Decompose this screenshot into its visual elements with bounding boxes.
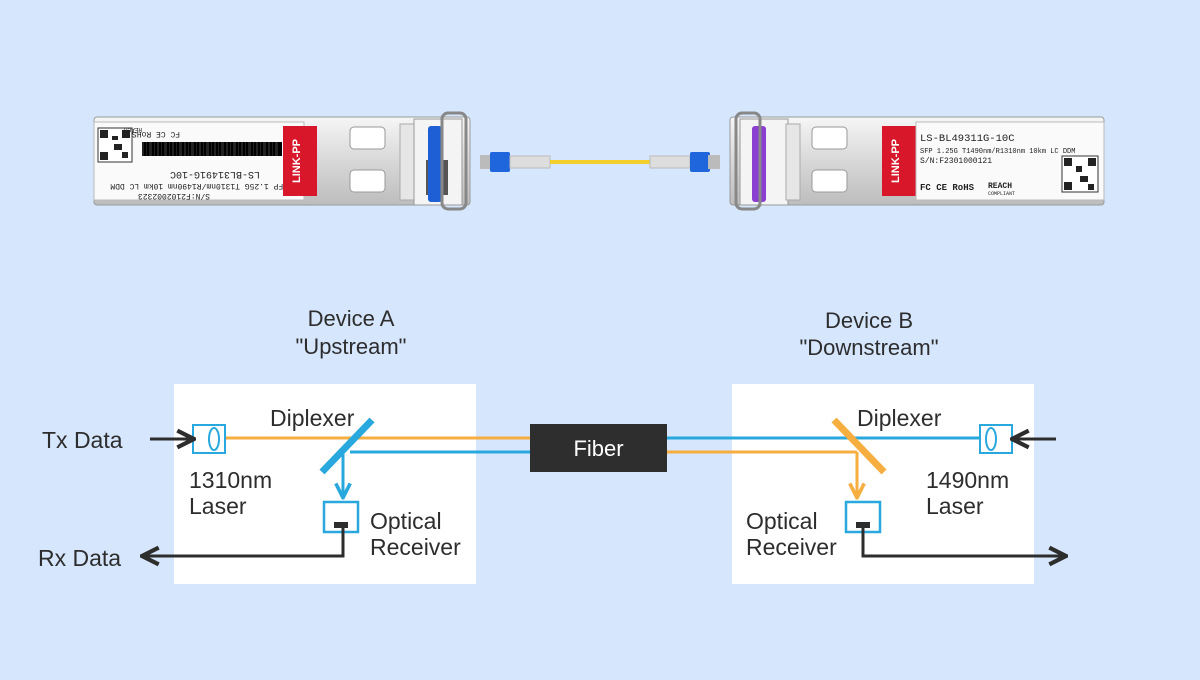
fiber-patch-cable [480,152,720,172]
laser-1490-icon [979,424,1013,454]
brand-plate-left [283,126,317,196]
device-a-subtitle: "Upstream" [296,334,407,359]
device-b-diplexer-label: Diplexer [857,405,942,431]
device-a-laser-label-1: 1310nm [189,467,272,493]
device-b-subtitle: "Downstream" [799,335,938,360]
brand-logo-right: LINK-PP [890,139,902,183]
rx-arrow-a [144,528,345,556]
module-left-part: LS-BL31491G-10C [170,168,260,179]
optical-receiver-a-icon [322,500,360,534]
device-b-panel [732,384,1034,584]
fiber-box [530,424,667,472]
rx-data-label: Rx Data [38,545,121,571]
rx-arrow-b [861,528,1064,556]
device-a-receiver-label-1: Optical [370,508,442,534]
device-a-panel [174,384,476,584]
module-left-spec: SFP 1.25G T1310nm/R1490nm 10km LC DDM [110,181,288,190]
fiber-label: Fiber [573,436,623,461]
barcode-icon [142,142,282,156]
brand-plate-right [882,126,916,196]
device-a-laser-label-2: Laser [189,493,247,519]
diplexer-mirror-a [319,417,375,475]
bail-latch-blue [428,126,442,202]
brand-logo-left: LINK-PP [291,139,303,183]
module-left-certs: FC CE RoHS [132,129,180,138]
module-left-serial: S/N:F2102002323 [138,191,210,200]
device-a-receiver-label-2: Receiver [370,534,461,560]
device-b-laser-label-1: 1490nm [926,467,1009,493]
qr-code-icon [1061,155,1099,193]
module-right-certs: FC CE RoHS [920,183,975,193]
module-right-reach: REACH [988,182,1012,191]
sfp-module-right: LINK-PP LS-BL49311G-10C SFP 1.25G T1490n… [729,111,1105,211]
device-b-laser-label-2: Laser [926,493,984,519]
device-a-diplexer-label: Diplexer [270,405,355,431]
module-right-compliant: COMPLIANT [988,191,1015,197]
device-b-receiver-label-1: Optical [746,508,818,534]
module-right-serial: S/N:F2301000121 [920,157,992,166]
laser-1310-icon [192,424,226,454]
device-a-title: Device A [308,306,395,331]
diplexer-mirror-b [831,417,887,475]
qr-code-icon [97,127,133,163]
module-left-reach: REACH [124,126,142,133]
tx-data-label: Tx Data [42,427,123,453]
optical-receiver-b-icon [844,500,882,534]
device-b-receiver-label-2: Receiver [746,534,837,560]
device-b-title: Device B [825,308,913,333]
module-right-part: LS-BL49311G-10C [920,133,1015,145]
sfp-module-left: SFP 1.25G T1310nm/R1490nm 10km LC DDM S/… [93,111,471,211]
module-right-spec: SFP 1.25G T1490nm/R1310nm 10km LC DDM [920,148,1075,156]
